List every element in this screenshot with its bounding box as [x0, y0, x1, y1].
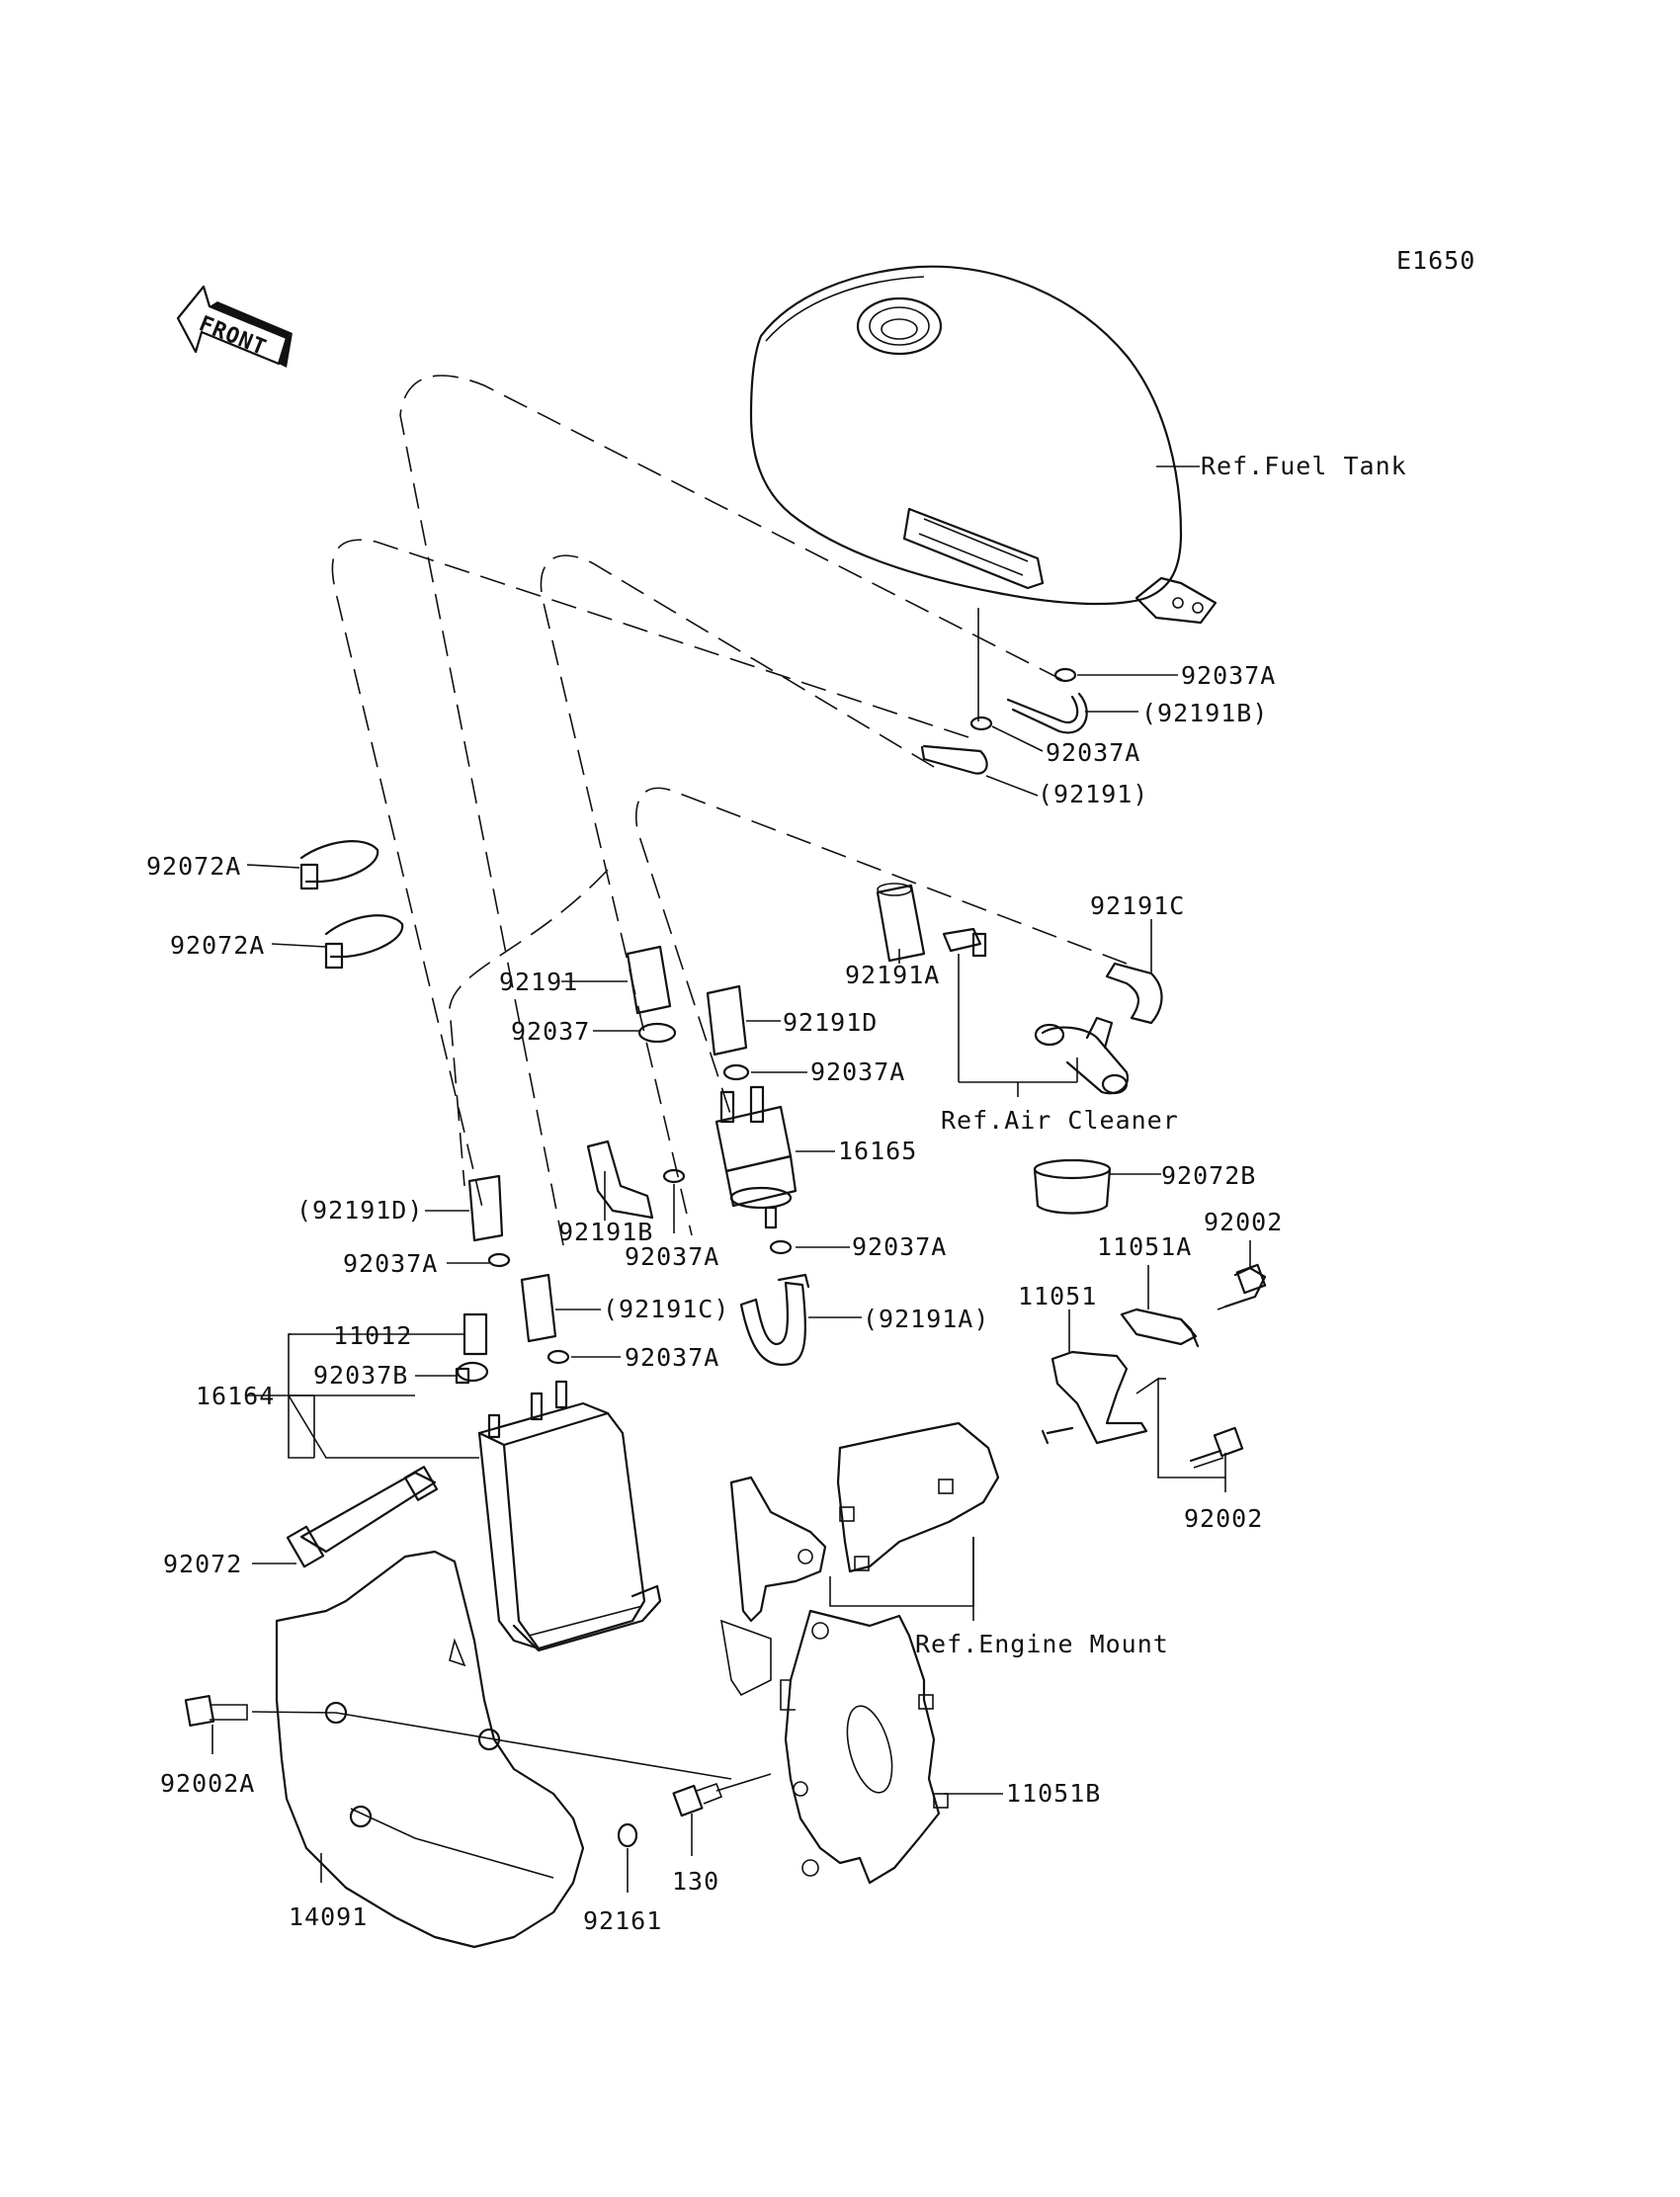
- clamp-92037b: [455, 1361, 489, 1385]
- hose-92191d: [706, 984, 748, 1056]
- ref-engine-mount-label: Ref.Engine Mount: [915, 1630, 1169, 1658]
- ref-air-cleaner-label: Ref.Air Cleaner: [941, 1106, 1179, 1135]
- hose-routing-lines: [331, 375, 1128, 1246]
- hose-92191-upper: [920, 744, 988, 775]
- bracket-11051: [1041, 1350, 1148, 1445]
- cap-11012: [462, 1312, 488, 1356]
- front-arrow-icon: FRONT: [176, 285, 293, 368]
- clamp-92037a-4: [662, 1168, 686, 1184]
- label-92191c: 92191C: [1090, 891, 1185, 920]
- label-92037b: 92037B: [313, 1361, 408, 1390]
- label-92191c-paren: (92191C): [603, 1295, 729, 1323]
- hose-92191c-lower: [520, 1273, 557, 1343]
- bolt-92002a: [184, 1695, 248, 1727]
- diagram-code: E1650: [1396, 246, 1475, 275]
- band-92072a-1: [299, 840, 379, 890]
- clamp-92037a: [969, 667, 1077, 731]
- label-92191d-paren: (92191D): [296, 1196, 423, 1225]
- clamp-92037: [637, 1022, 677, 1044]
- hose-92191b-upper: [1006, 692, 1088, 734]
- fuel-tank: Ref.Fuel Tank: [749, 265, 1407, 625]
- label-92037a-7: 92037A: [625, 1343, 719, 1372]
- label-92161: 92161: [583, 1906, 662, 1935]
- label-92072a-2: 92072A: [170, 931, 265, 960]
- label-16165: 16165: [838, 1137, 917, 1165]
- air-cleaner-fitting: [942, 927, 1130, 1095]
- bolt-92002-1: [1217, 1263, 1267, 1310]
- band-92072b: [1033, 1158, 1112, 1215]
- label-92037a-6: 92037A: [343, 1249, 438, 1278]
- label-92037: 92037: [511, 1017, 590, 1046]
- label-92037a-1: 92037A: [1181, 661, 1276, 690]
- hose-92191b-lower: [586, 1140, 654, 1220]
- label-16164: 16164: [196, 1382, 275, 1410]
- label-92002a: 92002A: [160, 1769, 255, 1798]
- label-11012: 11012: [333, 1321, 412, 1350]
- label-92072: 92072: [163, 1550, 242, 1578]
- label-92072b: 92072B: [1161, 1161, 1256, 1190]
- label-92191b-paren: (92191B): [1141, 699, 1268, 727]
- label-92037a-3: 92037A: [810, 1057, 905, 1086]
- label-92072a-1: 92072A: [146, 852, 241, 881]
- fuel-filter-16165: [714, 1085, 798, 1229]
- label-92037a-4: 92037A: [625, 1242, 719, 1271]
- bolt-130: [672, 1782, 723, 1817]
- label-92002-2: 92002: [1184, 1504, 1263, 1533]
- label-14091: 14091: [289, 1902, 368, 1931]
- hose-92191: [626, 945, 672, 1015]
- label-92191-paren: (92191): [1038, 780, 1148, 808]
- washer-92161: [617, 1822, 638, 1848]
- label-11051: 11051: [1018, 1282, 1097, 1310]
- clamp-92037a-5: [769, 1239, 793, 1255]
- clamp-92037a-7: [546, 1349, 570, 1365]
- hose-92191d-lower: [467, 1174, 504, 1242]
- label-92191a: 92191A: [845, 961, 940, 989]
- label-11051b: 11051B: [1006, 1779, 1101, 1808]
- label-11051a: 11051A: [1097, 1232, 1192, 1261]
- label-92191b: 92191B: [558, 1218, 653, 1246]
- engine-mount-plates: [729, 1421, 1000, 1885]
- label-130: 130: [672, 1867, 719, 1896]
- label-92191: 92191: [499, 968, 578, 996]
- canister-16164: [477, 1380, 662, 1652]
- hose-92191c: [1105, 962, 1163, 1025]
- ref-fuel-tank-label: Ref.Fuel Tank: [1201, 452, 1407, 480]
- clamp-92037a-3: [722, 1063, 750, 1081]
- label-92002-1: 92002: [1204, 1208, 1283, 1236]
- band-92072a-2: [324, 914, 404, 970]
- label-92037a-5: 92037A: [852, 1232, 947, 1261]
- bracket-11051a: [1120, 1308, 1200, 1348]
- label-92191a-paren: (92191A): [863, 1305, 989, 1333]
- hose-92191a: [876, 883, 926, 963]
- cover-14091: [275, 1550, 585, 1949]
- label-92037a-2: 92037A: [1046, 738, 1140, 767]
- hose-92191a-lower: [739, 1273, 810, 1366]
- band-92072: [286, 1466, 439, 1568]
- bolt-92002-2: [1189, 1426, 1244, 1469]
- label-92191d: 92191D: [783, 1008, 878, 1037]
- clamp-92037a-6: [487, 1252, 511, 1268]
